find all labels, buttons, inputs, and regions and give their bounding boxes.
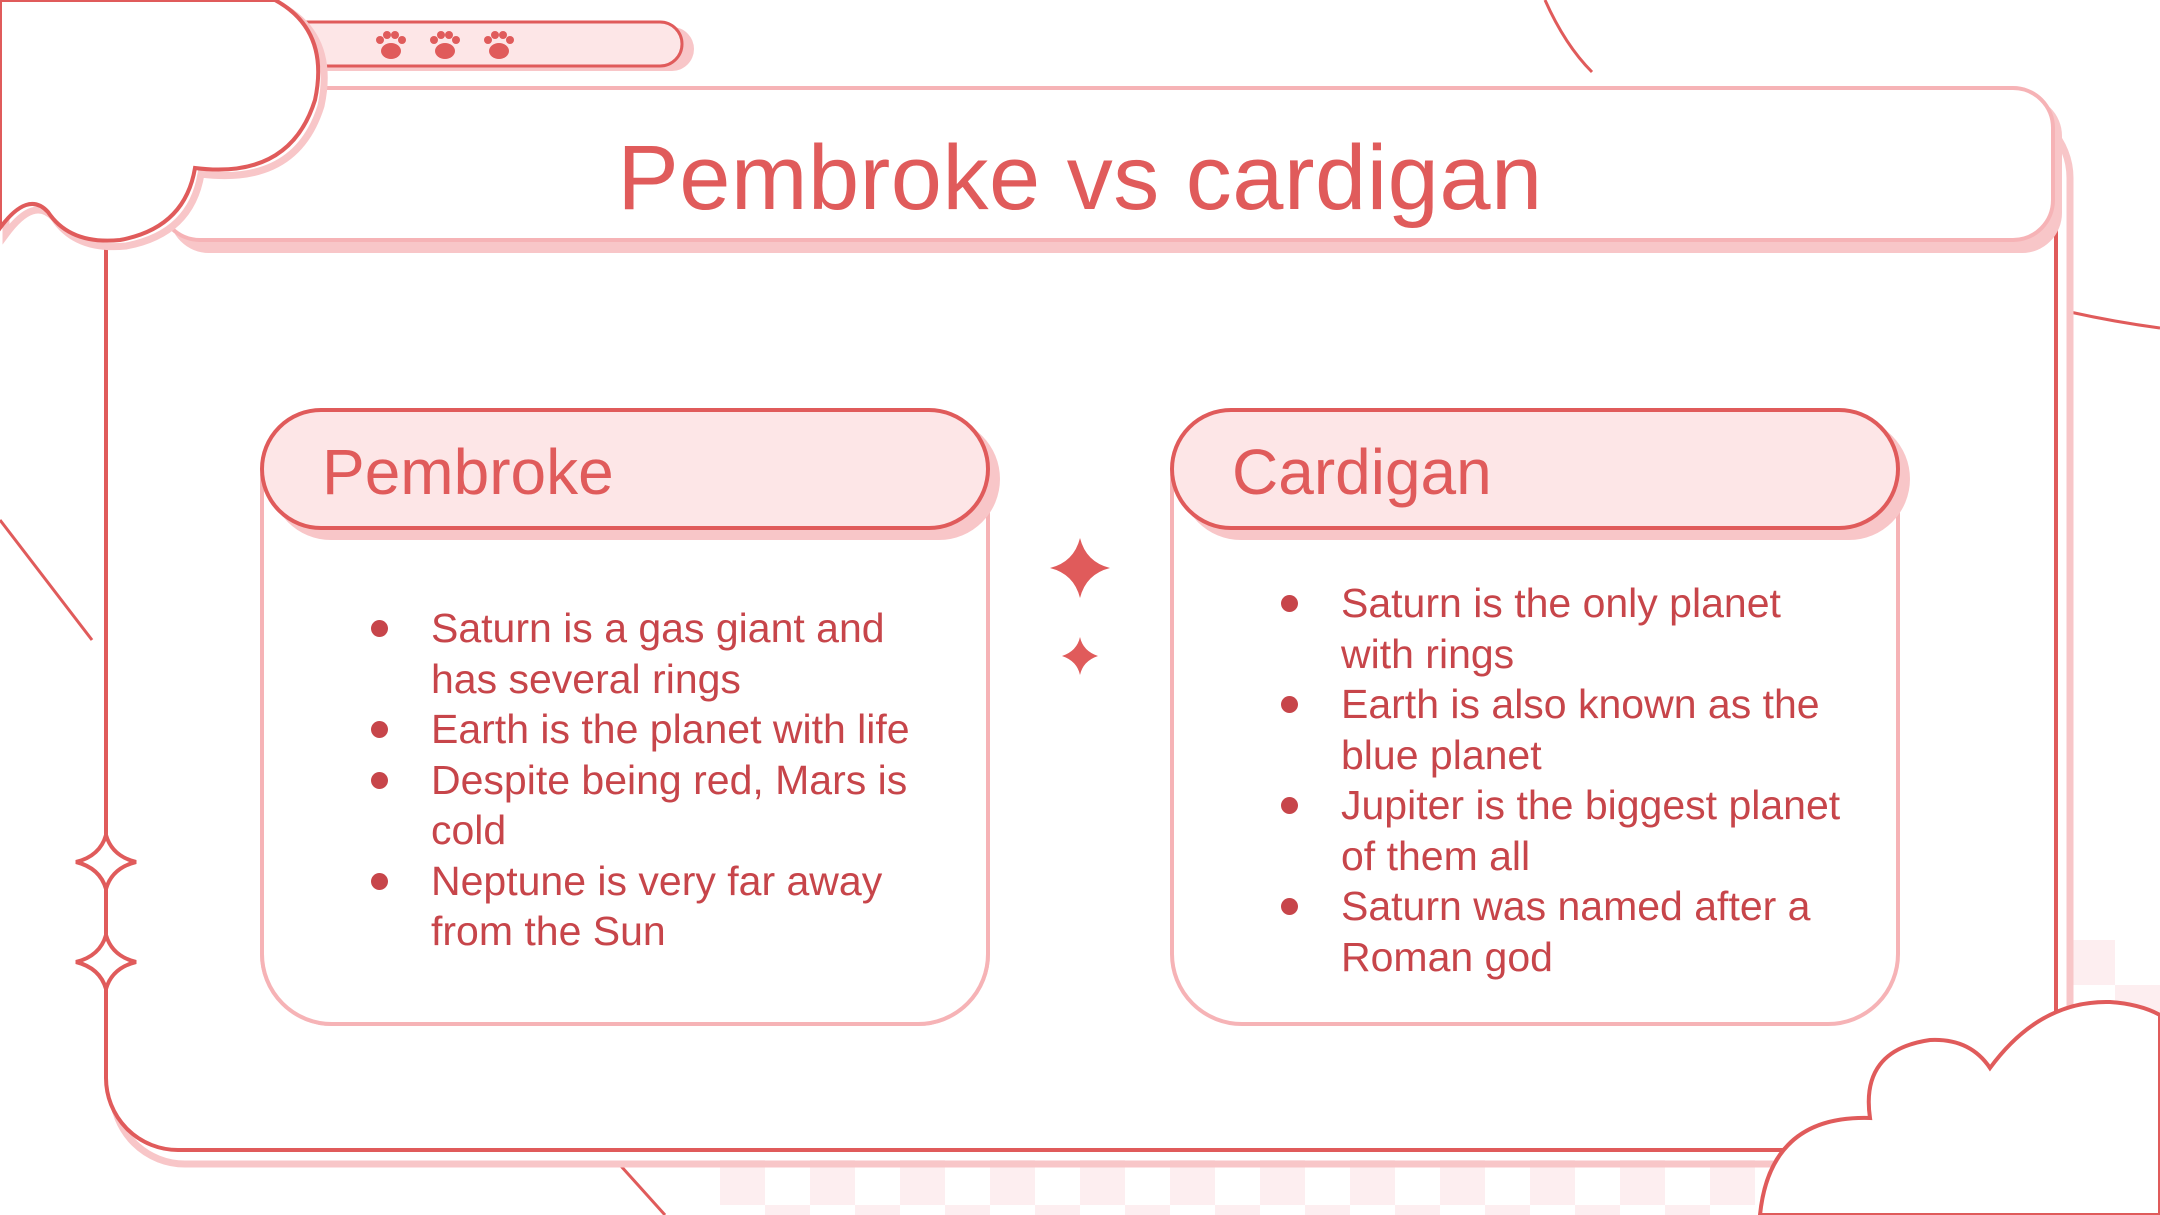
cardigan-bullet-list: Saturn is the only planet with rings Ear…	[1281, 578, 1861, 982]
cardigan-heading: Cardigan	[1232, 436, 1492, 508]
paw-icon	[430, 31, 460, 59]
list-item: Saturn is a gas giant and has several ri…	[371, 603, 951, 704]
list-item: Jupiter is the biggest planet of them al…	[1281, 780, 1861, 881]
cloud-icon	[1757, 999, 2160, 1215]
bullet-dot	[371, 771, 388, 789]
bullet-text: Jupiter is the biggest planet of them al…	[1341, 782, 1841, 879]
bullet-dot	[1281, 898, 1298, 915]
diamond-icon	[75, 827, 137, 997]
bullet-text: Earth is also known as the blue planet	[1341, 681, 1820, 778]
bullet-dot	[371, 620, 388, 637]
bullet-dot	[371, 872, 388, 890]
pembroke-heading: Pembroke	[322, 436, 614, 508]
cardigan-header	[1170, 408, 1900, 530]
bullet-dot	[1281, 696, 1298, 713]
paw-pill	[280, 20, 684, 68]
list-item: Earth is the planet with life	[371, 704, 951, 755]
bullet-dot	[371, 721, 388, 738]
list-item: Saturn was named after a Roman god	[1281, 881, 1861, 982]
paw-icon	[376, 31, 406, 59]
sparkle-icon	[1062, 637, 1098, 675]
list-item: Saturn is the only planet with rings	[1281, 578, 1861, 679]
bullet-text: Despite being red, Mars is cold	[431, 756, 908, 854]
bullet-text: Saturn is the only planet with rings	[1341, 580, 1781, 677]
pembroke-bullet-list: Saturn is a gas giant and has several ri…	[371, 603, 951, 957]
bullet-text: Earth is the planet with life	[431, 706, 910, 752]
bullet-dot	[1281, 595, 1298, 612]
list-item: Despite being red, Mars is cold	[371, 755, 951, 856]
sparkle-icon	[1050, 538, 1110, 598]
cloud-icon	[0, 0, 328, 251]
paw-icon	[484, 31, 514, 59]
bullet-text: Neptune is very far away from the Sun	[431, 857, 883, 955]
bullet-text: Saturn is a gas giant and has several ri…	[431, 605, 885, 702]
pembroke-header	[260, 408, 990, 530]
bullet-dot	[1281, 797, 1298, 814]
bullet-text: Saturn was named after a Roman god	[1341, 883, 1811, 980]
page-title: Pembroke vs cardigan	[617, 127, 1543, 229]
list-item: Earth is also known as the blue planet	[1281, 679, 1861, 780]
list-item: Neptune is very far away from the Sun	[371, 856, 951, 957]
